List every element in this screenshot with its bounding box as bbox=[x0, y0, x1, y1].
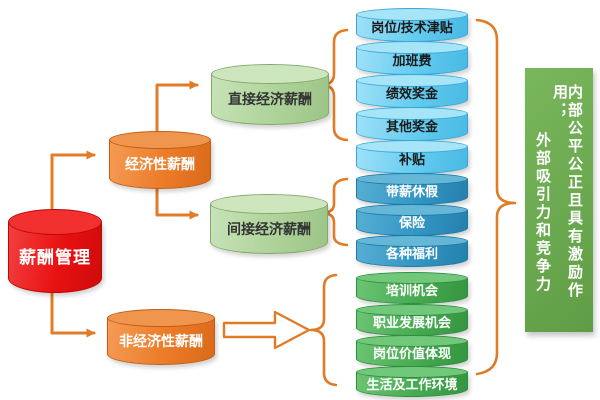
cylinder-top bbox=[356, 335, 468, 347]
node-direct-item-3: 绩效奖金 bbox=[356, 74, 468, 108]
cylinder-top bbox=[356, 41, 468, 54]
arrow-economic-to-indirect bbox=[155, 186, 199, 220]
cylinder-top bbox=[107, 309, 215, 327]
arrow-economic-to-direct bbox=[155, 80, 199, 135]
node-non-economic: 非经济性薪酬 bbox=[107, 309, 215, 365]
cylinder-top bbox=[210, 194, 328, 214]
node-non-economic-item-1: 培训机会 bbox=[356, 272, 468, 304]
node-direct-item-2: 加班费 bbox=[356, 41, 468, 75]
cylinder-top bbox=[356, 8, 468, 21]
node-economic-label: 经济性薪酬 bbox=[125, 156, 195, 173]
cylinder-top bbox=[211, 64, 329, 84]
cylinder-body bbox=[109, 140, 211, 189]
cylinder-top bbox=[356, 366, 468, 378]
node-indirect-label: 间接经济薪酬 bbox=[227, 220, 311, 237]
node-non-economic-label: 非经济性薪酬 bbox=[119, 333, 203, 350]
node-direct-item-1: 岗位/技术津贴 bbox=[356, 8, 468, 42]
node-non-economic-item-2: 职业发展机会 bbox=[356, 304, 468, 336]
node-root-label: 薪酬管理 bbox=[19, 247, 91, 267]
cylinder-top bbox=[356, 272, 468, 284]
node-non-economic-item-2-label: 职业发展机会 bbox=[372, 315, 451, 331]
cylinder-top bbox=[8, 209, 102, 235]
node-direct-item-2-label: 加班费 bbox=[392, 53, 432, 69]
node-indirect-item-3: 各种福利 bbox=[356, 235, 468, 267]
conclusion-box: 内部公平公正且具有激励作用； 外部吸引力和竞争力 bbox=[525, 68, 593, 332]
node-indirect: 间接经济薪酬 bbox=[210, 194, 328, 254]
node-indirect-item-1-label: 带薪休假 bbox=[385, 184, 438, 200]
node-direct-label: 直接经济薪酬 bbox=[228, 91, 312, 108]
brace-non-economic-items bbox=[309, 273, 338, 387]
node-direct-item-4: 其他奖金 bbox=[356, 107, 468, 141]
cylinder-top bbox=[356, 173, 468, 185]
arrow-root-to-non-economic bbox=[50, 288, 96, 338]
node-root: 薪酬管理 bbox=[8, 209, 102, 293]
node-indirect-item-3-label: 各种福利 bbox=[385, 246, 438, 262]
node-direct-item-3-label: 绩效奖金 bbox=[385, 86, 438, 102]
node-direct: 直接经济薪酬 bbox=[211, 64, 329, 125]
node-non-economic-item-4-label: 生活及工作环境 bbox=[366, 376, 458, 392]
node-indirect-item-2: 保险 bbox=[356, 204, 468, 236]
arrow-root-to-economic bbox=[50, 150, 96, 214]
conclusion-line-2: 外部吸引力和竞争力 bbox=[534, 132, 551, 294]
node-non-economic-item-1-label: 培训机会 bbox=[385, 283, 438, 299]
brace-conclusion bbox=[475, 18, 517, 376]
cylinder-top bbox=[356, 235, 468, 247]
cylinder-top bbox=[356, 74, 468, 87]
cylinder-top bbox=[356, 304, 468, 316]
node-economic: 经济性薪酬 bbox=[109, 131, 211, 189]
node-non-economic-item-3: 岗位价值体现 bbox=[356, 335, 468, 367]
hollow-arrow-icon bbox=[222, 310, 311, 350]
node-direct-item-5-label: 补贴 bbox=[398, 152, 425, 168]
node-direct-item-1-label: 岗位/技术津贴 bbox=[371, 20, 453, 36]
conclusion-line-1: 内部公平公正且具有激励作用； bbox=[551, 84, 583, 300]
node-non-economic-item-4: 生活及工作环境 bbox=[356, 366, 468, 397]
node-direct-item-5: 补贴 bbox=[356, 140, 468, 174]
node-indirect-item-1: 带薪休假 bbox=[356, 173, 468, 205]
node-indirect-item-2-label: 保险 bbox=[398, 215, 425, 231]
node-non-economic-item-3-label: 岗位价值体现 bbox=[372, 346, 451, 362]
cylinder-top bbox=[356, 107, 468, 120]
cylinder-top bbox=[109, 131, 211, 149]
cylinder-top bbox=[356, 204, 468, 216]
cylinder-top bbox=[356, 140, 468, 153]
node-direct-item-4-label: 其他奖金 bbox=[385, 119, 438, 135]
